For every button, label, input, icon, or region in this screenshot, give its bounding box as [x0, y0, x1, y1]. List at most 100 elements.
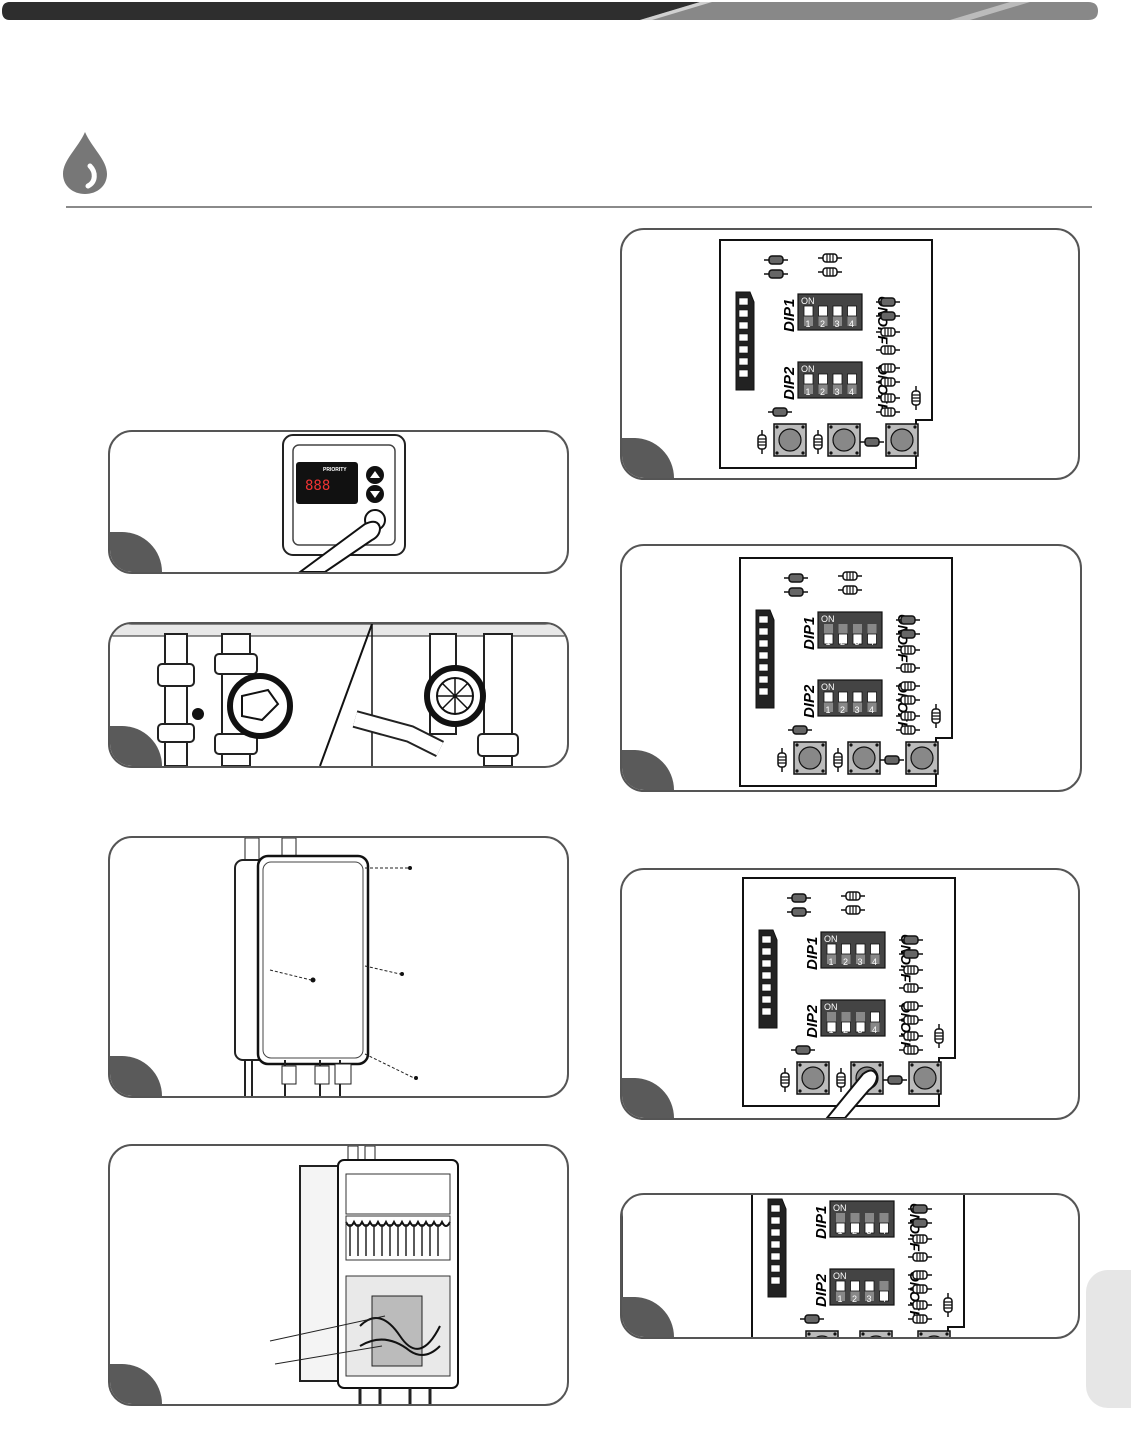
- board-button[interactable]: [905, 741, 939, 775]
- resistor-icon: [896, 645, 920, 655]
- dip-switch-block: ON1234DIP2ONOFF: [813, 1268, 923, 1319]
- water-drop-icon: [63, 132, 107, 194]
- dip-switch-number: 3: [858, 957, 863, 967]
- dip-on-marker: ON: [824, 1002, 838, 1012]
- step-panel-dip-d: ON1234DIP1ONOFFON1234DIP2ONOFF: [620, 1193, 1080, 1339]
- resistor-icon: [908, 1270, 932, 1280]
- step-panel-valves: [108, 622, 569, 768]
- dip-label: DIP2: [813, 1273, 830, 1307]
- heater-front-illustration: [234, 838, 418, 1096]
- dip-label: DIP2: [804, 1004, 821, 1038]
- dip-switch-number: 4: [881, 1226, 886, 1236]
- dip-switch-number: 4: [869, 637, 874, 647]
- dip-switch-number: 1: [838, 1226, 843, 1236]
- diode-icon: [788, 725, 812, 735]
- connector-icon: [735, 291, 755, 391]
- diode-icon: [883, 1075, 907, 1085]
- heater-internals-illustration: [269, 1146, 459, 1404]
- step-panel-controller: PRIORITY 888: [108, 430, 569, 574]
- board-button[interactable]: [773, 423, 807, 457]
- dip-label: DIP1: [801, 617, 818, 650]
- dip-switch-number: 4: [849, 387, 854, 397]
- dip-switch-number: 4: [881, 1294, 886, 1304]
- step-panel-dip-b: ON1234DIP1ONOFFON1234DIP2ONOFF: [620, 544, 1082, 792]
- dip-switch-number: 2: [852, 1294, 857, 1304]
- diode-icon: [876, 297, 900, 307]
- dip-label: DIP2: [781, 366, 798, 400]
- priority-label: PRIORITY: [323, 467, 347, 473]
- circuit-board: [751, 1195, 965, 1337]
- dip-switch-number: 3: [855, 705, 860, 715]
- dip-switch-block: ON1234DIP1ONOFF: [804, 931, 914, 982]
- resistor-icon: [833, 748, 843, 772]
- resistor-icon: [899, 1031, 923, 1041]
- resistor-icon: [899, 965, 923, 975]
- resistor-icon: [876, 345, 900, 355]
- board-button[interactable]: [917, 1330, 951, 1337]
- board-button[interactable]: [793, 741, 827, 775]
- temperature-display: 888: [305, 478, 330, 494]
- section-divider: [66, 206, 1092, 208]
- connector-icon: [767, 1198, 787, 1298]
- diode-icon: [784, 587, 808, 597]
- dip-switch-number: 1: [829, 1025, 834, 1035]
- dip-switch-number: 1: [838, 1294, 843, 1304]
- dip-on-marker: ON: [833, 1203, 847, 1213]
- dip-switch-number: 3: [858, 1025, 863, 1035]
- resistor-icon: [838, 585, 862, 595]
- step-panel-front-cover: [108, 836, 569, 1098]
- dip-label: DIP1: [804, 937, 821, 970]
- resistor-icon: [908, 1300, 932, 1310]
- diode-icon: [908, 1218, 932, 1228]
- resistor-icon: [908, 1252, 932, 1262]
- resistor-icon: [818, 267, 842, 277]
- resistor-icon: [896, 695, 920, 705]
- resistor-icon: [899, 983, 923, 993]
- dip-switch-block: ON1234DIP1ONOFF: [781, 293, 891, 344]
- resistor-icon: [908, 1314, 932, 1324]
- board-button[interactable]: [847, 741, 881, 775]
- resistor-icon: [777, 748, 787, 772]
- resistor-icon: [876, 327, 900, 337]
- diode-icon: [787, 907, 811, 917]
- dip-switch-number: 4: [869, 705, 874, 715]
- resistor-icon: [780, 1068, 790, 1092]
- diode-icon: [896, 629, 920, 639]
- resistor-icon: [943, 1293, 953, 1317]
- resistor-icon: [876, 407, 900, 417]
- dip-switch-number: 3: [835, 387, 840, 397]
- dip-label: DIP1: [781, 299, 798, 332]
- circuit-board-illustration: ON1234DIP1ONOFFON1234DIP2ONOFF: [742, 877, 956, 1118]
- dip-switch-number: 1: [829, 957, 834, 967]
- dip-switch-number: 1: [806, 387, 811, 397]
- resistor-icon: [813, 430, 823, 454]
- resistor-icon: [757, 430, 767, 454]
- resistor-icon: [896, 663, 920, 673]
- connector-icon: [758, 929, 778, 1029]
- resistor-icon: [896, 711, 920, 721]
- board-button[interactable]: [827, 423, 861, 457]
- resistor-icon: [818, 253, 842, 263]
- resistor-icon: [838, 571, 862, 581]
- board-button[interactable]: [859, 1330, 893, 1337]
- diode-icon: [787, 893, 811, 903]
- resistor-icon: [899, 1015, 923, 1025]
- header-bar: [2, 2, 1098, 20]
- board-button[interactable]: [805, 1330, 839, 1337]
- diode-icon: [784, 573, 808, 583]
- resistor-icon: [911, 386, 921, 410]
- dip-on-marker: ON: [801, 296, 815, 306]
- dip-switch-number: 2: [843, 1025, 848, 1035]
- board-button[interactable]: [885, 423, 919, 457]
- resistor-icon: [841, 891, 865, 901]
- circuit-board-illustration: ON1234DIP1ONOFFON1234DIP2ONOFF: [739, 557, 953, 787]
- board-button[interactable]: [908, 1061, 942, 1095]
- step-panel-internals: [108, 1144, 569, 1406]
- board-button[interactable]: [796, 1061, 830, 1095]
- resistor-icon: [896, 725, 920, 735]
- diode-icon: [800, 1314, 824, 1324]
- dip-switch-number: 2: [820, 387, 825, 397]
- resistor-icon: [841, 905, 865, 915]
- connector-icon: [755, 609, 775, 709]
- resistor-icon: [908, 1234, 932, 1244]
